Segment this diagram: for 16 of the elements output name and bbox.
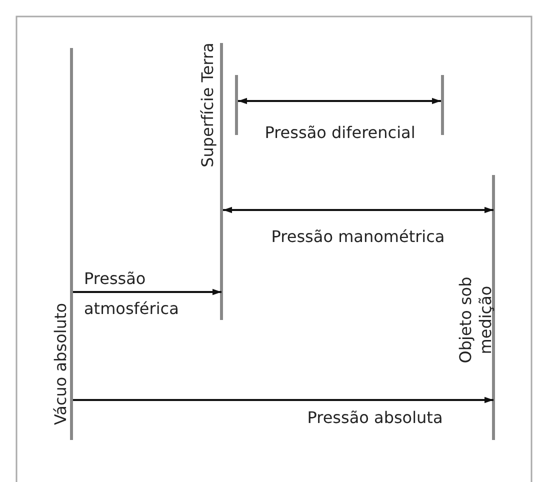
- double-arrow: [238, 98, 441, 104]
- boundary-line: [460, 175, 495, 440]
- arrow: [73, 396, 494, 404]
- boundary-line: [50, 48, 73, 440]
- arrow: [73, 288, 222, 296]
- boundary-line: [198, 43, 223, 320]
- marker-bar: [235, 75, 238, 135]
- edge-label: Pressão manométrica: [270, 227, 446, 247]
- line-label: Vácuo absoluto: [51, 302, 71, 428]
- line-label: Objeto sob medição: [456, 276, 496, 366]
- edge-label: Pressão atmosférica: [84, 268, 180, 320]
- edge-label: Pressão diferencial: [264, 123, 416, 143]
- edge-label: Pressão absoluta: [306, 408, 444, 428]
- line-label: Superfície Terra: [198, 42, 218, 170]
- marker-bar: [441, 75, 444, 135]
- double-arrow: [223, 206, 494, 214]
